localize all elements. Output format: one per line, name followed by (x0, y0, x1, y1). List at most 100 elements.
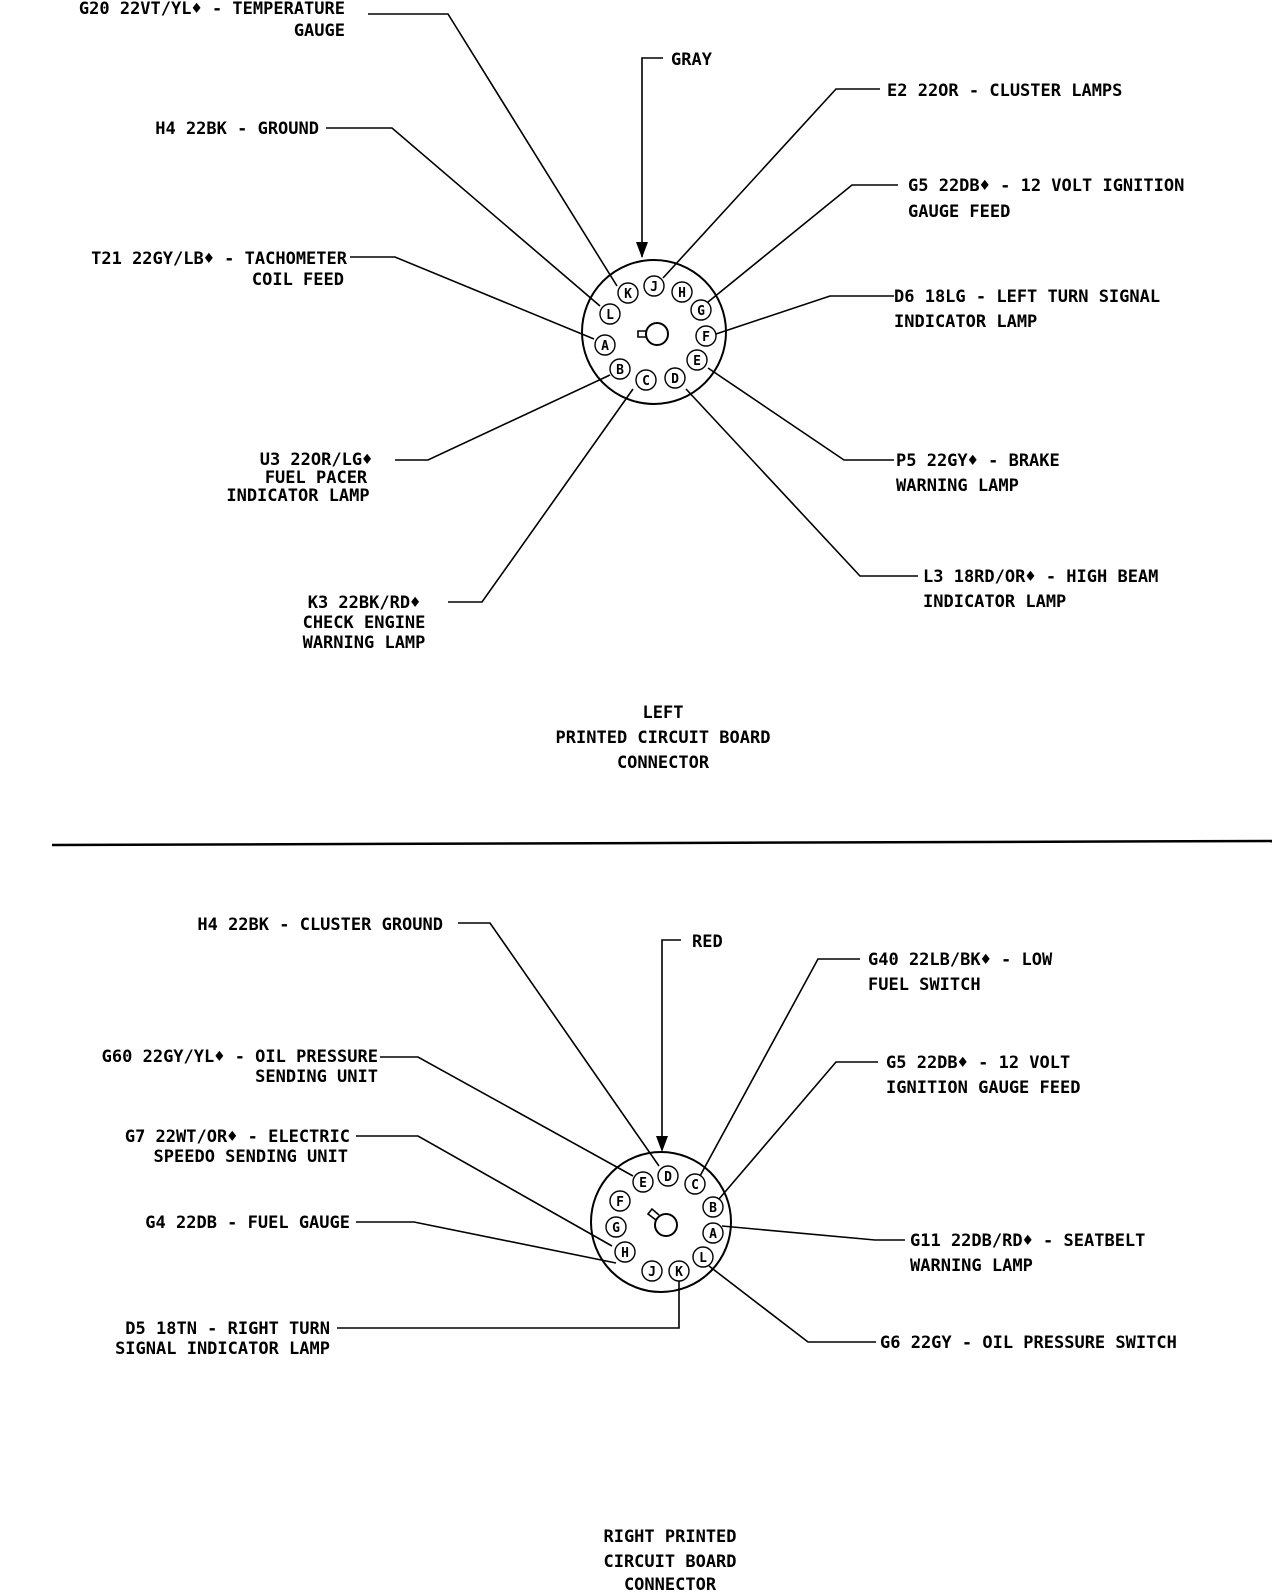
label-check-engine-3: WARNING LAMP (303, 633, 426, 653)
wire-high-beam (685, 388, 918, 577)
label-low-fuel-2: FUEL SWITCH (868, 975, 981, 995)
arrow-down-icon (636, 242, 648, 258)
left-caption-1: LEFT (643, 703, 684, 723)
wire-oil-pressure-switch (708, 1265, 876, 1343)
left-connector: K J H L G F A E B C D GRAY (79, 0, 1184, 773)
label-check-engine-2: CHECK ENGINE (303, 613, 426, 633)
label-oil-pressure-switch: G6 22GY - OIL PRESSURE SWITCH (880, 1333, 1177, 1353)
label-temperature-gauge-2: GAUGE (294, 21, 345, 41)
left-pin-b: B (609, 358, 631, 380)
label-high-beam-1: L3 18RD/OR♦ - HIGH BEAM (923, 567, 1158, 587)
right-side-labels-left-connector: E2 22OR - CLUSTER LAMPS G5 22DB♦ - 12 VO… (887, 81, 1184, 612)
wire-fuel-pacer (395, 374, 611, 461)
label-fuel-gauge: G4 22DB - FUEL GAUGE (145, 1213, 350, 1233)
right-pin-h: H (614, 1241, 636, 1263)
right-connector-left-labels: H4 22BK - CLUSTER GROUND G60 22GY/YL♦ - … (102, 915, 443, 1359)
right-pin-l-label: L (699, 1251, 707, 1266)
left-pin-g-label: G (697, 304, 705, 319)
right-pin-c: C (684, 1173, 706, 1195)
left-pin-j-label: J (650, 280, 658, 295)
label-ground: H4 22BK - GROUND (155, 119, 319, 139)
left-pin-b-label: B (616, 363, 624, 378)
left-pin-e-label: E (693, 354, 701, 369)
left-pin-j: J (643, 275, 665, 297)
left-pin-k-label: K (624, 287, 632, 302)
left-pin-g: G (690, 299, 712, 321)
label-brake-2: WARNING LAMP (896, 476, 1019, 496)
label-cluster-lamps: E2 22OR - CLUSTER LAMPS (887, 81, 1122, 101)
right-connector-key-tab (646, 1207, 660, 1221)
right-pin-b: B (702, 1196, 724, 1218)
right-key-indicator: RED (656, 932, 723, 1152)
label-fuel-pacer-3: INDICATOR LAMP (226, 486, 369, 506)
wire-ground (326, 127, 601, 307)
wire-oil-pressure-sending (380, 1056, 634, 1177)
label-oil-pressure-1: G60 22GY/YL♦ - OIL PRESSURE (102, 1047, 378, 1067)
right-wires (337, 922, 905, 1343)
left-connector-key-tab (637, 330, 646, 338)
label-cluster-ground: H4 22BK - CLUSTER GROUND (197, 915, 443, 935)
left-pin-l: L (599, 303, 621, 325)
right-connector-center-hole (654, 1213, 678, 1237)
right-pin-h-label: H (621, 1246, 629, 1261)
right-pin-l: L (692, 1246, 714, 1268)
wire-seatbelt (721, 1225, 905, 1241)
right-pin-c-label: C (691, 1178, 699, 1193)
label-right-turn-1: D5 18TN - RIGHT TURN (125, 1319, 330, 1339)
right-pin-g: G (605, 1216, 627, 1238)
label-ignition-right-2: IGNITION GAUGE FEED (886, 1078, 1080, 1098)
right-key-color: RED (692, 932, 723, 952)
wire-tachometer (350, 256, 595, 340)
right-caption-2: CIRCUIT BOARD (603, 1552, 736, 1572)
label-temperature-gauge-1: G20 22VT/YL♦ - TEMPERATURE (79, 0, 345, 19)
label-check-engine-1: K3 22BK/RD♦ (308, 593, 421, 613)
wire-ignition-feed-right (718, 1061, 878, 1200)
right-connector: E D C B F G A H L J K RED (102, 915, 1177, 1594)
wire-left-turn (715, 295, 894, 335)
right-pin-k: K (668, 1260, 690, 1282)
wire-speedo-sending (356, 1135, 613, 1247)
label-speedo-2: SPEEDO SENDING UNIT (154, 1147, 348, 1167)
left-caption-3: CONNECTOR (617, 753, 710, 773)
wire-fuel-gauge (356, 1221, 617, 1264)
label-tachometer-2: COIL FEED (252, 270, 344, 290)
label-ignition-right-1: G5 22DB♦ - 12 VOLT (886, 1053, 1070, 1073)
wire-cluster-ground (458, 922, 660, 1167)
left-pin-c: C (635, 369, 657, 391)
label-ignition-feed-1: G5 22DB♦ - 12 VOLT IGNITION (908, 176, 1184, 196)
right-pin-a-label: A (709, 1227, 717, 1242)
right-caption-3: CONNECTOR (624, 1575, 717, 1594)
left-pin-l-label: L (606, 308, 614, 323)
right-pin-k-label: K (675, 1265, 683, 1280)
label-left-turn-1: D6 18LG - LEFT TURN SIGNAL (894, 287, 1160, 307)
left-connector-center-hole (645, 322, 669, 346)
left-labels: G20 22VT/YL♦ - TEMPERATURE GAUGE H4 22BK… (79, 0, 426, 653)
right-pin-f-label: F (616, 1195, 624, 1210)
label-low-fuel-1: G40 22LB/BK♦ - LOW (868, 950, 1053, 970)
right-pin-j: J (641, 1260, 663, 1282)
left-pin-k: K (617, 282, 639, 304)
right-pin-d-label: D (664, 1170, 672, 1185)
right-pin-j-label: J (648, 1265, 656, 1280)
left-pin-d: D (664, 367, 686, 389)
label-right-turn-2: SIGNAL INDICATOR LAMP (115, 1339, 330, 1359)
left-key-color: GRAY (671, 50, 713, 70)
label-high-beam-2: INDICATOR LAMP (923, 592, 1066, 612)
right-pin-a: A (702, 1222, 724, 1244)
label-tachometer-1: T21 22GY/LB♦ - TACHOMETER (91, 249, 348, 269)
left-wires (326, 13, 918, 603)
right-pin-b-label: B (709, 1201, 717, 1216)
label-speedo-1: G7 22WT/OR♦ - ELECTRIC (125, 1127, 350, 1147)
right-pins: E D C B F G A H L J K (605, 1165, 724, 1282)
wire-cluster-lamps (662, 88, 880, 279)
wire-low-fuel (699, 958, 860, 1177)
label-seatbelt-1: G11 22DB/RD♦ - SEATBELT (910, 1231, 1145, 1251)
label-ignition-feed-2: GAUGE FEED (908, 202, 1010, 222)
left-connector-body (581, 259, 727, 405)
left-pin-d-label: D (671, 372, 679, 387)
wire-brake-warning (707, 367, 894, 461)
left-pin-a: A (594, 334, 616, 356)
right-pin-g-label: G (612, 1221, 620, 1236)
left-caption: LEFT PRINTED CIRCUIT BOARD CONNECTOR (556, 703, 771, 773)
section-divider (51, 839, 1273, 847)
